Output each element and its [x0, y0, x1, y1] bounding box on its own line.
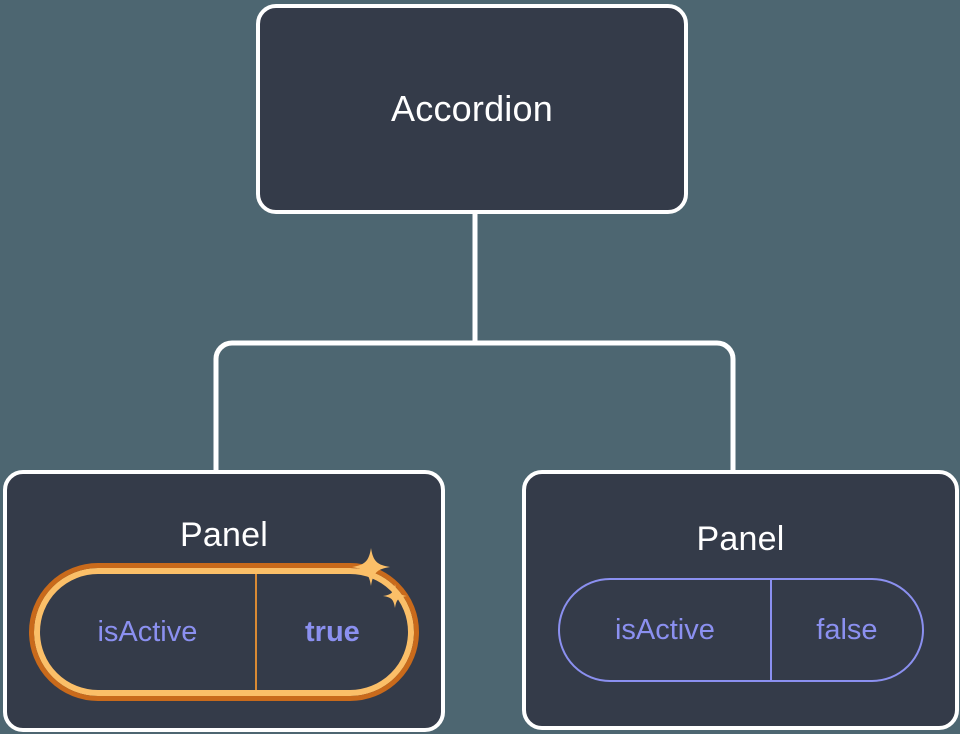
node-title: Accordion	[391, 88, 553, 129]
prop-key: isActive	[40, 574, 257, 690]
prop-key: isActive	[560, 580, 773, 680]
node-title: Panel	[696, 520, 785, 558]
node-panel-active[interactable]: Panel isActive true	[3, 470, 445, 732]
connector-branch-right	[475, 340, 736, 472]
prop-pill-isactive-true[interactable]: isActive true	[29, 563, 419, 701]
prop-value: false	[816, 613, 878, 646]
prop-value: true	[305, 615, 360, 648]
node-accordion[interactable]: Accordion	[256, 4, 688, 214]
prop-pill-isactive-false[interactable]: isActive false	[557, 578, 924, 682]
node-panel-inactive[interactable]: Panel isActive false	[522, 470, 959, 730]
connector-branch-left	[213, 340, 475, 472]
node-title: Panel	[180, 516, 268, 554]
